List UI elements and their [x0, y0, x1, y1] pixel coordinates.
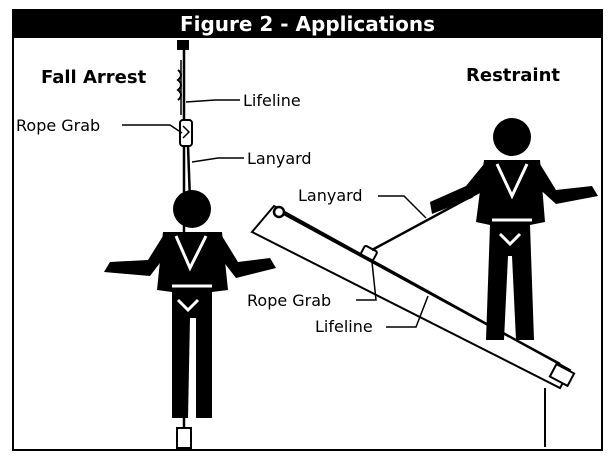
roof-lifeline — [283, 212, 561, 366]
fall-arrest-rope-grab-label: Rope Grab — [16, 116, 101, 135]
roof-anchor — [272, 205, 286, 219]
fall-arrest-lanyard-label: Lanyard — [247, 149, 312, 168]
lifeline-leader — [185, 99, 240, 103]
worker-right-arm — [534, 164, 598, 204]
shock-absorber — [176, 69, 182, 101]
fall-arrest-worker — [104, 190, 276, 418]
worker-head — [173, 190, 211, 228]
lifeline-weight — [176, 427, 192, 449]
rope-grab-leader — [122, 124, 183, 134]
restraint-worker — [430, 118, 598, 340]
restraint-lifeline-leader — [386, 295, 429, 328]
fall-arrest-heading: Fall Arrest — [41, 67, 147, 88]
restraint-lanyard-label: Lanyard — [298, 186, 363, 205]
roof-end-cap — [548, 362, 576, 388]
worker-left-arm — [104, 236, 166, 276]
restraint-heading: Restraint — [466, 65, 560, 86]
restraint-rope-grab-leader — [356, 261, 377, 301]
worker-body — [157, 232, 228, 418]
lanyard-leader — [191, 157, 244, 163]
fall-arrest-scene — [104, 40, 276, 449]
figure-border — [12, 9, 603, 451]
restraint-lifeline-label: Lifeline — [315, 317, 373, 336]
worker-head — [493, 118, 531, 156]
worker-body — [476, 160, 545, 340]
restraint-scene — [250, 118, 598, 447]
fall-arrest-lifeline-label: Lifeline — [243, 91, 301, 110]
anchor-hook — [177, 40, 189, 50]
worker-right-arm — [219, 236, 276, 278]
figure-title: Figure 2 - Applications — [13, 10, 602, 38]
restraint-lanyard-leader — [378, 195, 427, 219]
worker-left-arm — [430, 164, 492, 214]
restraint-rope-grab-label: Rope Grab — [247, 291, 332, 310]
